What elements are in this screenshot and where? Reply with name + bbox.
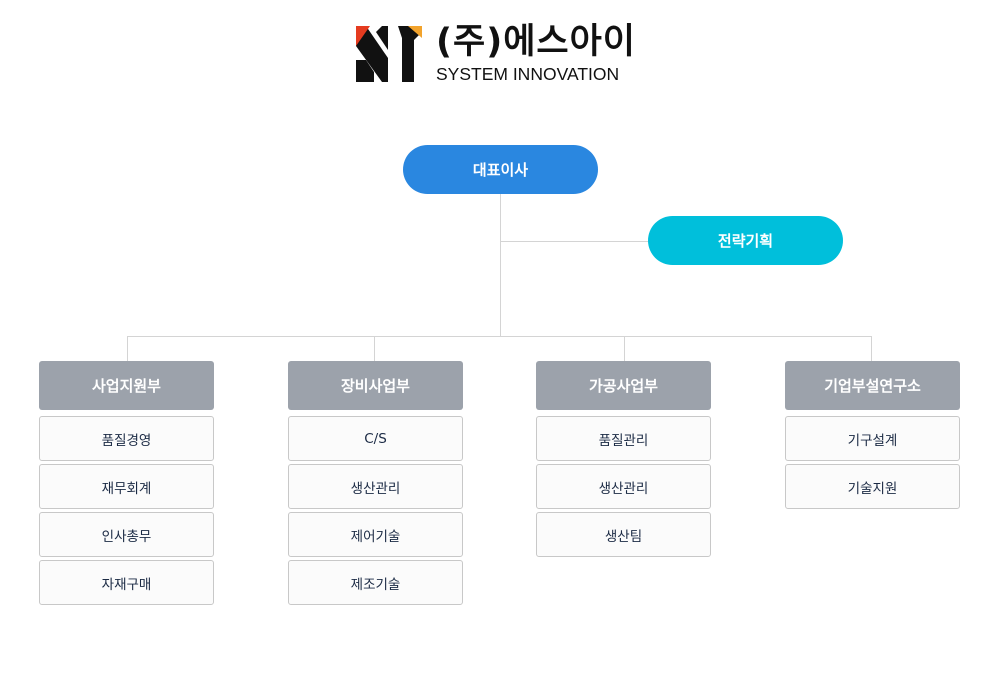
team-box: 기구설계 [785, 416, 960, 461]
strategy-node: 전략기획 [648, 216, 843, 265]
team-box: 제어기술 [288, 512, 463, 557]
si-logo-mark [356, 26, 422, 82]
team-box: 제조기술 [288, 560, 463, 605]
team-box: 품질경영 [39, 416, 214, 461]
team-box: 생산팀 [536, 512, 711, 557]
department-bus-line [127, 336, 872, 337]
company-name-english: SYSTEM INNOVATION [436, 64, 620, 84]
team-box: 생산관리 [288, 464, 463, 509]
company-logo: (주)에스아이 SYSTEM INNOVATION [352, 22, 642, 86]
team-box: 생산관리 [536, 464, 711, 509]
department-1-connector [127, 336, 128, 361]
department-header: 가공사업부 [536, 361, 711, 410]
ceo-node: 대표이사 [403, 145, 598, 194]
department-2-connector [374, 336, 375, 361]
team-box: 자재구매 [39, 560, 214, 605]
department-4-connector [871, 336, 872, 361]
department-header: 기업부설연구소 [785, 361, 960, 410]
department-header: 장비사업부 [288, 361, 463, 410]
department-3-connector [624, 336, 625, 361]
company-name-korean: (주)에스아이 [436, 22, 636, 62]
strategy-connector [500, 241, 648, 242]
team-box: C/S [288, 416, 463, 461]
ceo-connector [500, 194, 501, 336]
team-box: 기술지원 [785, 464, 960, 509]
team-box: 재무회계 [39, 464, 214, 509]
team-box: 인사총무 [39, 512, 214, 557]
department-header: 사업지원부 [39, 361, 214, 410]
team-box: 품질관리 [536, 416, 711, 461]
